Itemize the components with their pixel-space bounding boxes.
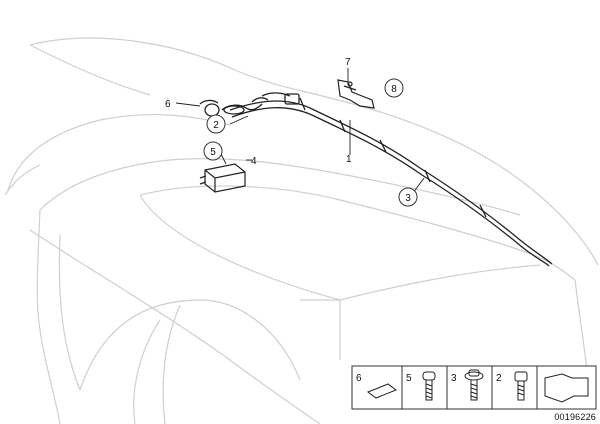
adhesive-pad-icon	[366, 383, 398, 399]
callout-2: 2	[206, 114, 226, 134]
callout-6: 6	[165, 99, 171, 110]
svg-text:5: 5	[210, 147, 216, 158]
callout-3: 3	[398, 187, 418, 207]
legend-cell-6: 6	[356, 373, 398, 399]
parts-legend: 6 5 3 2	[351, 365, 597, 410]
bolt-icon	[514, 371, 528, 401]
svg-text:4: 4	[251, 156, 257, 167]
callout-5: 5	[203, 141, 223, 161]
svg-text:2: 2	[213, 120, 219, 131]
legend-cell-3: 3	[451, 369, 484, 401]
control-unit	[199, 163, 246, 193]
svg-text:3: 3	[451, 373, 457, 384]
svg-text:7: 7	[345, 57, 351, 68]
callout-4: 4	[251, 156, 257, 167]
legend-cell-arrow	[544, 373, 589, 403]
callout-7: 7	[345, 57, 351, 68]
curtain-airbag	[229, 92, 553, 267]
svg-text:6: 6	[165, 99, 171, 110]
svg-text:2: 2	[496, 373, 502, 384]
legend-cell-5: 5	[406, 371, 436, 401]
screw-icon	[422, 371, 436, 401]
washer-screw-icon	[464, 369, 484, 401]
callout-8: 8	[384, 78, 404, 98]
svg-text:8: 8	[391, 84, 397, 95]
gas-generator	[199, 97, 269, 117]
svg-text:5: 5	[406, 373, 412, 384]
direction-arrow-icon	[544, 373, 589, 403]
mounting-bracket	[337, 79, 375, 109]
callout-1: 1	[346, 154, 352, 165]
svg-text:1: 1	[346, 154, 352, 165]
svg-text:3: 3	[405, 193, 411, 204]
diagram-id: 00196226	[554, 412, 596, 422]
legend-cell-2: 2	[496, 371, 528, 401]
svg-text:6: 6	[356, 373, 362, 384]
